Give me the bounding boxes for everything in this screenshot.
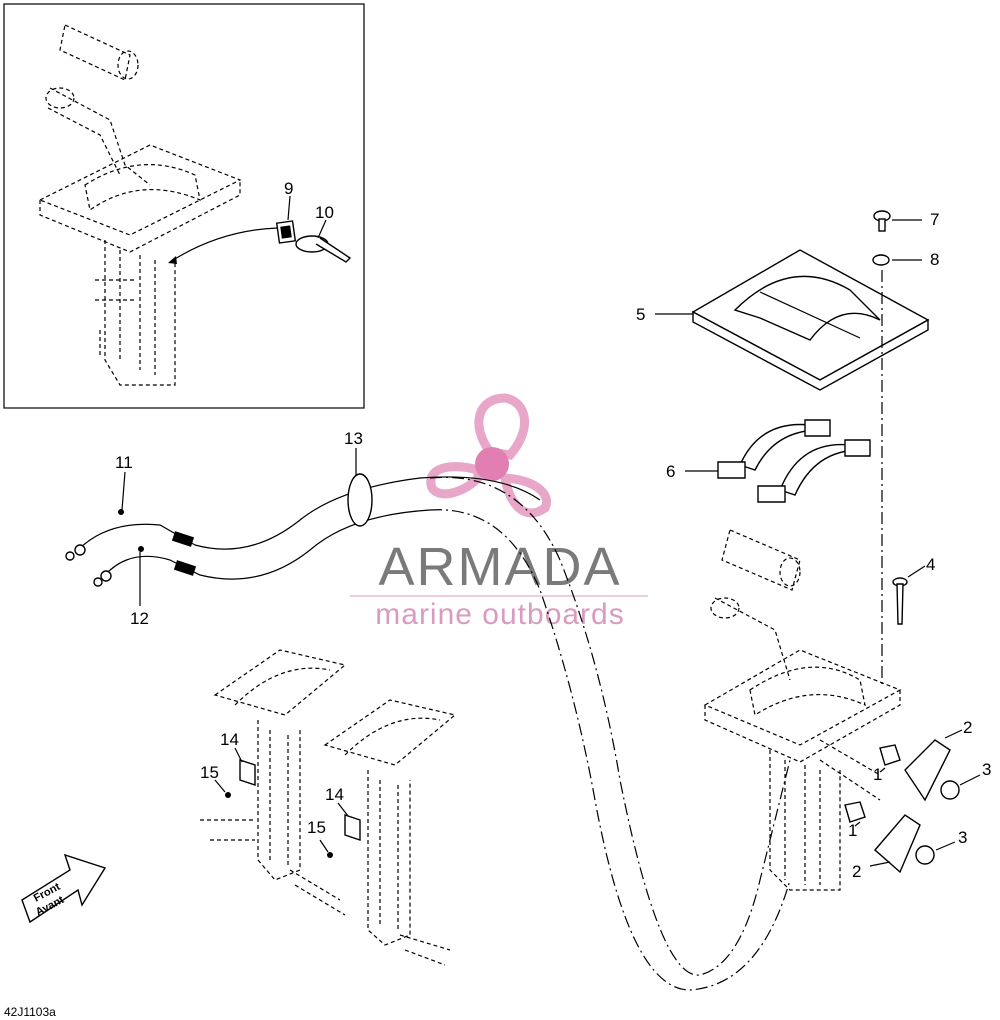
callout-9: 9 — [284, 179, 293, 198]
callout-7: 7 — [930, 210, 939, 229]
bracket-part-2 — [904, 739, 951, 802]
callout-6: 6 — [666, 462, 675, 481]
cable-tie-13 — [347, 473, 373, 527]
inset-leader — [169, 227, 279, 263]
bracket-middle: 14 15 — [307, 699, 457, 966]
cable-route-dashed-2 — [429, 509, 791, 991]
callout-15: 15 — [200, 763, 219, 782]
logo-blade-top — [474, 393, 529, 460]
logo-blade-right — [499, 473, 551, 518]
cover-plate-part-5: 5 — [636, 249, 930, 391]
bracket-part-2b — [874, 814, 921, 874]
callout-14b: 14 — [325, 785, 344, 804]
front-direction-arrow: Front Avant — [21, 853, 107, 924]
callout-14: 14 — [220, 730, 239, 749]
callout-11: 11 — [115, 453, 133, 472]
callout-10: 10 — [315, 203, 334, 222]
screw-part-7: 7 — [873, 210, 939, 232]
screw-part-4: 4 — [892, 555, 935, 625]
bolt-part-1b — [844, 801, 866, 823]
callout-1: 1 — [873, 765, 882, 784]
bracket-left: 14 15 — [200, 649, 347, 916]
drawing-id: 42J1103a — [4, 1005, 56, 1019]
clip-part-14b — [344, 814, 361, 841]
nut-part-3 — [940, 780, 960, 800]
callout-4: 4 — [926, 555, 935, 574]
cable-11 — [79, 476, 541, 550]
washer-part-8: 8 — [872, 250, 939, 269]
cable-assembly: 11 12 13 — [65, 429, 541, 628]
propeller-logo — [426, 393, 551, 518]
straps-part-6: 6 — [666, 419, 871, 503]
callout-3: 3 — [982, 760, 991, 779]
callout-12: 12 — [130, 609, 149, 628]
watermark: ARMADA marine outboards — [350, 393, 648, 631]
callout-13: 13 — [344, 429, 363, 448]
inset-control-assembly — [38, 24, 242, 386]
control-box-right — [703, 529, 902, 891]
cable-route-dashed — [429, 476, 791, 976]
callout-3b: 3 — [958, 828, 967, 847]
pin-part-15b — [327, 852, 333, 858]
pin-part-15 — [225, 792, 231, 798]
watermark-tagline: marine outboards — [375, 598, 624, 631]
inset-frame — [3, 3, 365, 409]
callout-8: 8 — [930, 250, 939, 269]
clip-part-14 — [239, 759, 256, 786]
bracket-fasteners: 1 1 2 2 3 3 — [844, 718, 991, 881]
callout-2: 2 — [963, 718, 972, 737]
callout-1b: 1 — [848, 821, 857, 840]
logo-hub — [475, 447, 509, 481]
inset-detail: 9 10 — [3, 3, 365, 409]
callout-2b: 2 — [852, 862, 861, 881]
bolt-part-1 — [879, 744, 901, 766]
clip-part-9 — [275, 220, 297, 244]
callout-5: 5 — [636, 305, 645, 324]
logo-blade-left — [426, 462, 483, 499]
callout-15b: 15 — [307, 818, 326, 837]
nut-part-3b — [915, 845, 935, 865]
watermark-brand: ARMADA — [378, 537, 621, 597]
cable-tie-part-10 — [295, 235, 352, 263]
